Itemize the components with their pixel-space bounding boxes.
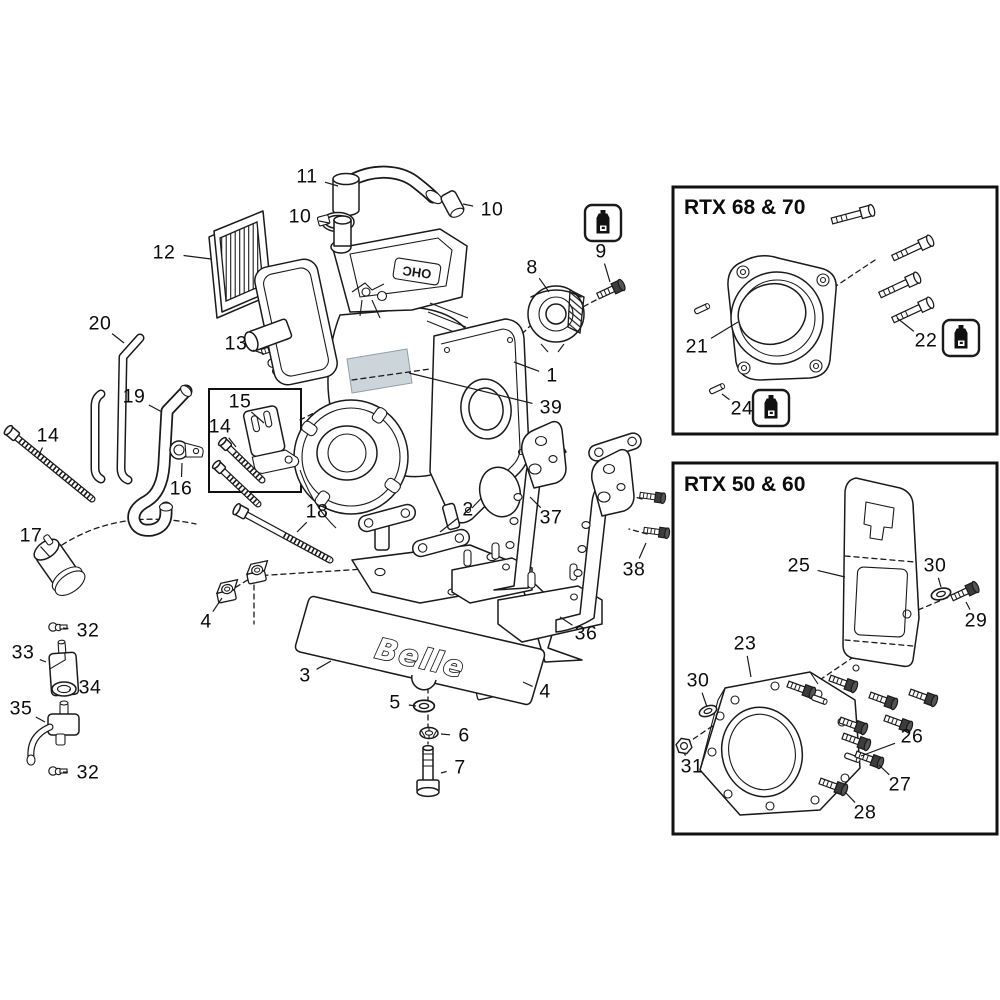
inset-rtx-68-70-box xyxy=(671,185,999,436)
part-callout-4: 4 xyxy=(539,680,551,703)
part-14-long-screw xyxy=(3,424,96,503)
part-callout-7: 7 xyxy=(454,756,466,779)
part-callout-8: 8 xyxy=(526,256,538,279)
part-callout-1: 1 xyxy=(546,364,558,387)
inset-title-rtx-68-70: RTX 68 & 70 xyxy=(684,196,806,219)
part-callout-23: 23 xyxy=(733,632,757,655)
part-callout-31: 31 xyxy=(680,755,704,778)
part-callout-5: 5 xyxy=(389,691,401,714)
part-35-fuel-tap xyxy=(26,700,80,766)
part-callout-38: 38 xyxy=(622,558,646,581)
part-32-clip xyxy=(48,622,68,632)
part-callout-20: 20 xyxy=(88,312,112,335)
part-32-clip-b xyxy=(48,766,68,776)
part-callout-16: 16 xyxy=(169,477,193,500)
part-callout-10: 10 xyxy=(480,198,504,221)
engine-valve-cover-text: OHC xyxy=(401,263,432,282)
part-23-adapter-plate xyxy=(699,671,861,816)
part-callout-30: 30 xyxy=(923,554,947,577)
part-9-bolt xyxy=(594,277,628,303)
part-25-back-plate xyxy=(842,477,920,672)
part-callout-19: 19 xyxy=(122,385,146,408)
part-31-nut xyxy=(674,737,694,755)
part-22-bolts xyxy=(829,203,936,327)
part-36-bracket xyxy=(497,448,635,643)
part-callout-33: 33 xyxy=(11,641,35,664)
part-6-nut xyxy=(419,726,439,740)
part-11-intake-elbow xyxy=(332,165,443,217)
part-callout-6: 6 xyxy=(458,724,470,747)
part-callout-11: 11 xyxy=(296,165,318,188)
part-5-washer xyxy=(412,699,436,713)
part-callout-2: 2 xyxy=(462,498,474,521)
part-callout-24: 24 xyxy=(730,397,754,420)
part-callout-26: 26 xyxy=(900,725,924,748)
part-callout-25: 25 xyxy=(787,554,811,577)
part-30-washer-b xyxy=(697,702,719,720)
part-7-bolt xyxy=(416,744,440,798)
adhesive-bottle-icon xyxy=(583,203,623,243)
adhesive-bottle-icon xyxy=(941,318,981,358)
part-15-bracket xyxy=(242,405,300,475)
inset-rtx-50-60-box xyxy=(671,461,999,836)
recoil-lugs xyxy=(301,407,401,507)
part-callout-10: 10 xyxy=(288,205,312,228)
part-callout-18: 18 xyxy=(305,500,329,523)
part-21-adapter-casting xyxy=(727,255,837,381)
part-callout-36: 36 xyxy=(574,622,598,645)
part-callout-22: 22 xyxy=(914,329,938,352)
part-callout-15: 15 xyxy=(228,390,252,413)
part-2-engine-mount-strap xyxy=(357,432,642,558)
part-37-bracket xyxy=(451,420,567,604)
part-38-bolts xyxy=(638,489,671,540)
part-callout-35: 35 xyxy=(9,697,33,720)
part-callout-17: 17 xyxy=(19,524,43,547)
part-callout-32: 32 xyxy=(76,761,100,784)
part-callout-21: 21 xyxy=(685,335,709,358)
part-callout-28: 28 xyxy=(853,801,877,824)
part-callout-29: 29 xyxy=(964,609,988,632)
part-14-bolts xyxy=(211,436,266,508)
part-callout-12: 12 xyxy=(152,241,176,264)
part-callout-4: 4 xyxy=(200,610,212,633)
part-10-spigot xyxy=(440,190,465,218)
part-16-clamp xyxy=(169,440,204,460)
part-callout-3: 3 xyxy=(299,664,311,687)
part-callout-34: 34 xyxy=(78,676,102,699)
part-callout-14: 14 xyxy=(36,424,60,447)
part-29-bolt xyxy=(948,579,982,605)
part-callout-14: 14 xyxy=(208,415,232,438)
part-19-tube xyxy=(127,384,193,537)
part-callout-30: 30 xyxy=(686,669,710,692)
adhesive-bottle-icon xyxy=(751,388,791,428)
part-30-washer-a xyxy=(929,585,953,603)
part-8-clutch xyxy=(527,285,585,353)
part-callout-39: 39 xyxy=(539,396,563,419)
part-1-engine-assembly: OHC xyxy=(243,215,530,551)
part-callout-13: 13 xyxy=(224,332,248,355)
inset-title-rtx-50-60: RTX 50 & 60 xyxy=(684,473,806,496)
part-callout-27: 27 xyxy=(888,773,912,796)
part-34-seal xyxy=(51,681,77,697)
part-callout-37: 37 xyxy=(539,506,563,529)
part-20-tube xyxy=(90,333,145,485)
part-callout-32: 32 xyxy=(76,619,100,642)
part-18-bolt xyxy=(232,502,334,564)
part-callout-9: 9 xyxy=(595,240,607,263)
